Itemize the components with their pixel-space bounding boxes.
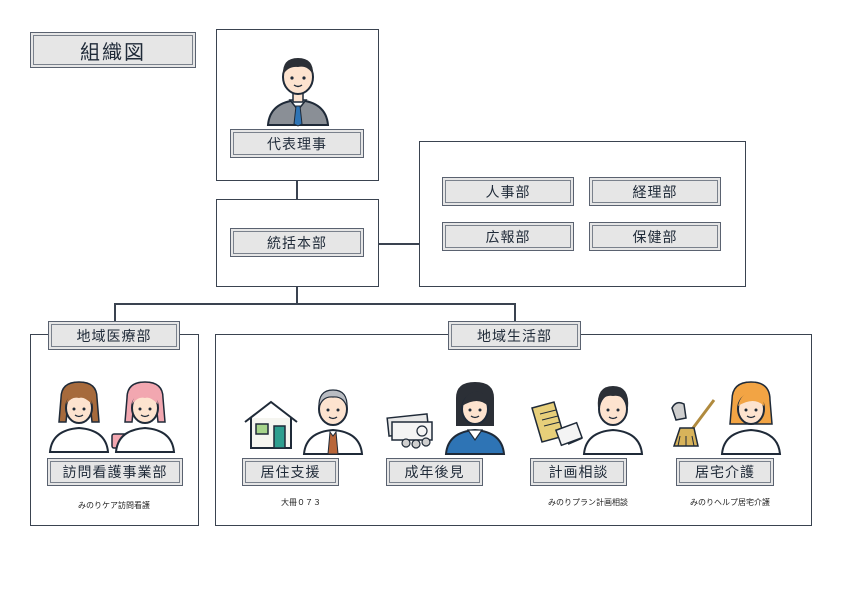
- caregiver-woman-icon: [720, 381, 782, 455]
- broom-icon: [671, 399, 716, 447]
- nursing-label: 訪問看護事業部: [47, 458, 183, 486]
- money-icon: [386, 413, 433, 449]
- community-box: [215, 334, 812, 526]
- nursing-box: [30, 334, 199, 526]
- unit-planning-label: 計画相談: [530, 458, 627, 486]
- hq-label: 統括本部: [230, 228, 364, 257]
- nursing-caption: みのりケア訪問看護: [78, 501, 150, 510]
- documents-icon: [531, 401, 584, 447]
- connector-top-hq: [296, 180, 298, 200]
- connector-community: [514, 303, 516, 323]
- nurse-icon: [48, 381, 110, 453]
- unit-housing-caption: 大冊０７３: [281, 498, 321, 507]
- dept-accounting: 経理部: [589, 177, 721, 206]
- nursing-header: 地域医療部: [48, 321, 180, 350]
- dept-health: 保健部: [589, 222, 721, 251]
- unit-housing-label: 居住支援: [242, 458, 339, 486]
- unit-planning-caption: みのりプラン計画相談: [548, 498, 628, 507]
- house-icon: [244, 400, 298, 449]
- dept-pr: 広報部: [442, 222, 574, 251]
- page-title: 組織図: [30, 32, 196, 68]
- unit-guardianship-label: 成年後見: [386, 458, 483, 486]
- unit-homecare-caption: みのりヘルプ居宅介護: [690, 498, 770, 507]
- admin-departments-box: [419, 141, 746, 287]
- representative-label: 代表理事: [230, 129, 364, 158]
- connector-hq-admin: [378, 243, 419, 245]
- young-man-icon: [582, 386, 644, 455]
- elderly-man-icon: [302, 389, 364, 455]
- nurse-icon: [111, 381, 176, 453]
- community-header: 地域生活部: [448, 321, 581, 350]
- connector-horizontal: [114, 303, 515, 305]
- dept-hr: 人事部: [442, 177, 574, 206]
- unit-homecare-label: 居宅介護: [676, 458, 774, 486]
- businesswoman-icon: [444, 382, 506, 455]
- businessman-icon: [266, 58, 330, 127]
- connector-hq-down: [296, 286, 298, 304]
- connector-nursing: [114, 303, 116, 323]
